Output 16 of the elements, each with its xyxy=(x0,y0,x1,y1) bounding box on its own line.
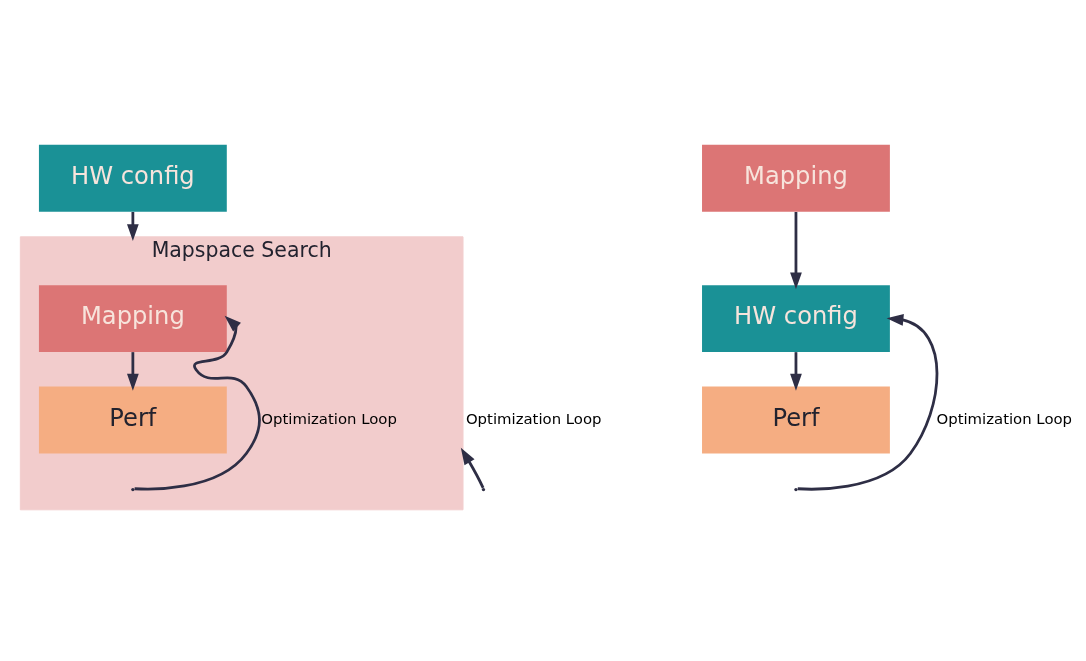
arrow xyxy=(127,351,139,391)
arrow xyxy=(134,315,261,490)
node-box: Perf xyxy=(702,386,890,453)
node-box: HW config xyxy=(702,284,890,352)
node-box: HW config xyxy=(38,144,227,212)
node-box: Perf xyxy=(38,386,227,453)
arrow xyxy=(460,447,485,488)
node-box: Mapping xyxy=(38,284,227,352)
arrow xyxy=(797,313,939,491)
arrow xyxy=(790,211,802,289)
edge-label: Optimization Loop xyxy=(261,409,397,428)
edge-label: Optimization Loop xyxy=(936,409,1073,428)
arrow xyxy=(790,351,802,391)
arrow xyxy=(127,211,139,241)
edge-label: Optimization Loop xyxy=(465,409,602,428)
node-box: Mapping xyxy=(702,144,890,212)
